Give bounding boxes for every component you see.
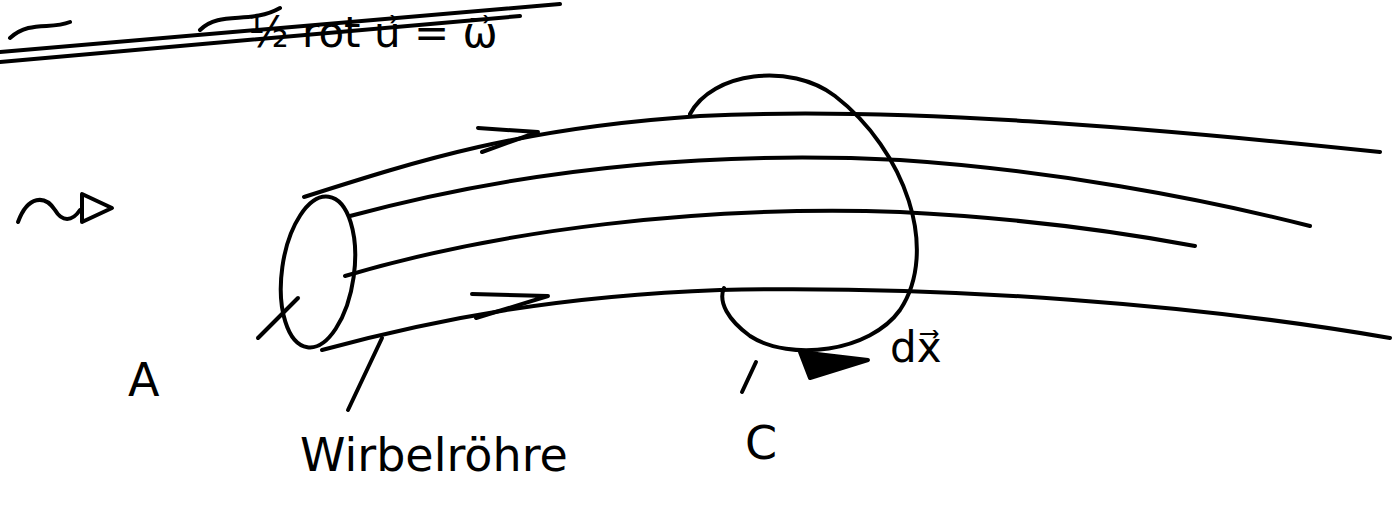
loop-arrowhead [800, 352, 868, 378]
vortex-line [345, 211, 1195, 276]
leader-line [742, 362, 756, 392]
arrow-symbol [82, 194, 112, 222]
vortex-line [304, 114, 1380, 197]
heading-scribble [10, 8, 280, 38]
sketch-label: ½ rot u⃗ = ω⃗ [248, 10, 498, 56]
flow-arrowhead [478, 128, 538, 152]
circulation-loop [690, 76, 917, 351]
sketch-label: Wirbelröhre [300, 430, 568, 481]
leader-line [258, 298, 298, 338]
leader-line [348, 338, 382, 410]
flow-arrowhead [472, 294, 548, 318]
sketch-label: dx⃗ [890, 325, 942, 371]
vortex-line [350, 157, 1310, 226]
tilde-symbol [18, 200, 80, 222]
sketch-label: C [745, 418, 777, 469]
sketch-label: A [128, 355, 159, 406]
